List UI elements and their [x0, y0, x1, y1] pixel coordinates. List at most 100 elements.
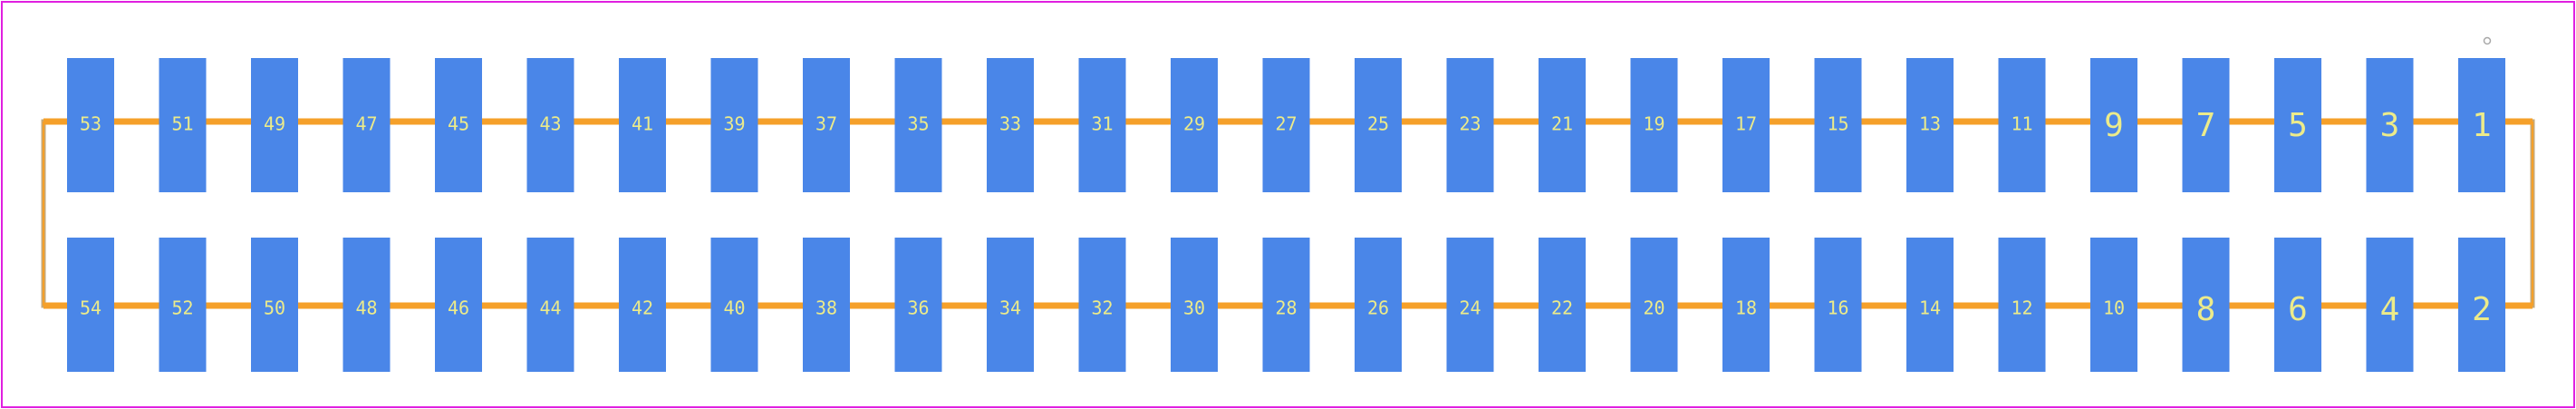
pad-31: [1078, 58, 1126, 192]
pad-34: [987, 238, 1034, 372]
pad-14: [1906, 238, 1954, 372]
pad-label-4: 4: [2380, 291, 2400, 328]
pads: [67, 58, 2505, 372]
pad-5: [2274, 58, 2321, 192]
pad-label-47: 47: [355, 113, 377, 135]
pad-42: [619, 238, 666, 372]
pad-33: [987, 58, 1034, 192]
pad-label-1: 1: [2472, 107, 2492, 144]
pad-44: [526, 238, 574, 372]
pad-38: [803, 238, 850, 372]
pad-27: [1262, 58, 1310, 192]
pad-43: [526, 58, 574, 192]
pad-label-19: 19: [1643, 113, 1664, 135]
pad-11: [1998, 58, 2046, 192]
pad-label-23: 23: [1459, 113, 1481, 135]
pad-label-31: 31: [1091, 113, 1113, 135]
pad-label-32: 32: [1091, 297, 1113, 319]
pad-28: [1262, 238, 1310, 372]
pad-label-22: 22: [1551, 297, 1573, 319]
pad-37: [803, 58, 850, 192]
pad-18: [1722, 238, 1770, 372]
pad-45: [435, 58, 482, 192]
pad-label-33: 33: [999, 113, 1021, 135]
pad-4: [2366, 238, 2414, 372]
pad-25: [1355, 58, 1402, 192]
pad-12: [1998, 238, 2046, 372]
pad-52: [159, 238, 207, 372]
pad-label-37: 37: [815, 113, 837, 135]
pad-label-54: 54: [80, 297, 101, 319]
pad-label-8: 8: [2196, 291, 2216, 328]
pad-label-43: 43: [539, 113, 561, 135]
pad-26: [1355, 238, 1402, 372]
pad-label-20: 20: [1643, 297, 1664, 319]
pad-label-27: 27: [1275, 113, 1297, 135]
pad-35: [894, 58, 942, 192]
pad-8: [2182, 238, 2230, 372]
pad-label-51: 51: [171, 113, 193, 135]
pad-29: [1171, 58, 1218, 192]
pad-label-26: 26: [1367, 297, 1389, 319]
pad-label-52: 52: [171, 297, 193, 319]
pad-label-34: 34: [999, 297, 1021, 319]
pad-label-46: 46: [448, 297, 469, 319]
pad-41: [619, 58, 666, 192]
pad-label-11: 11: [2011, 113, 2032, 135]
pad-label-6: 6: [2288, 291, 2308, 328]
pad-label-5: 5: [2288, 107, 2308, 144]
pad-15: [1814, 58, 1862, 192]
pad-17: [1722, 58, 1770, 192]
pad-36: [894, 238, 942, 372]
pad-label-48: 48: [355, 297, 377, 319]
pad-10: [2090, 238, 2137, 372]
pin-1-marker: [2483, 36, 2492, 45]
pad-label-21: 21: [1551, 113, 1573, 135]
pad-label-10: 10: [2103, 297, 2125, 319]
pad-label-2: 2: [2472, 291, 2492, 328]
pad-label-42: 42: [632, 297, 653, 319]
pad-label-28: 28: [1275, 297, 1297, 319]
pad-53: [67, 58, 114, 192]
pad-54: [67, 238, 114, 372]
pad-6: [2274, 238, 2321, 372]
pad-label-36: 36: [907, 297, 929, 319]
pad-label-15: 15: [1827, 113, 1848, 135]
pad-32: [1078, 238, 1126, 372]
pad-label-44: 44: [539, 297, 561, 319]
pad-24: [1446, 238, 1494, 372]
pad-3: [2366, 58, 2414, 192]
pad-label-35: 35: [907, 113, 929, 135]
pad-label-3: 3: [2380, 107, 2400, 144]
pad-16: [1814, 238, 1862, 372]
pad-label-13: 13: [1919, 113, 1941, 135]
pad-label-30: 30: [1183, 297, 1205, 319]
pad-label-29: 29: [1183, 113, 1205, 135]
pad-50: [251, 238, 298, 372]
pad-19: [1630, 58, 1678, 192]
pad-label-25: 25: [1367, 113, 1389, 135]
pad-23: [1446, 58, 1494, 192]
pad-49: [251, 58, 298, 192]
pad-label-9: 9: [2104, 107, 2124, 144]
pad-30: [1171, 238, 1218, 372]
pad-label-14: 14: [1919, 297, 1941, 319]
pad-1: [2458, 58, 2505, 192]
pad-label-12: 12: [2011, 297, 2032, 319]
pad-label-41: 41: [632, 113, 653, 135]
pad-label-39: 39: [723, 113, 745, 135]
pad-label-49: 49: [264, 113, 285, 135]
pad-40: [710, 238, 758, 372]
pad-13: [1906, 58, 1954, 192]
pad-label-7: 7: [2196, 107, 2216, 144]
pad-47: [343, 58, 391, 192]
pad-label-45: 45: [448, 113, 469, 135]
pad-label-40: 40: [723, 297, 745, 319]
pad-label-53: 53: [80, 113, 101, 135]
pad-2: [2458, 238, 2505, 372]
pad-22: [1539, 238, 1586, 372]
pad-label-24: 24: [1459, 297, 1481, 319]
